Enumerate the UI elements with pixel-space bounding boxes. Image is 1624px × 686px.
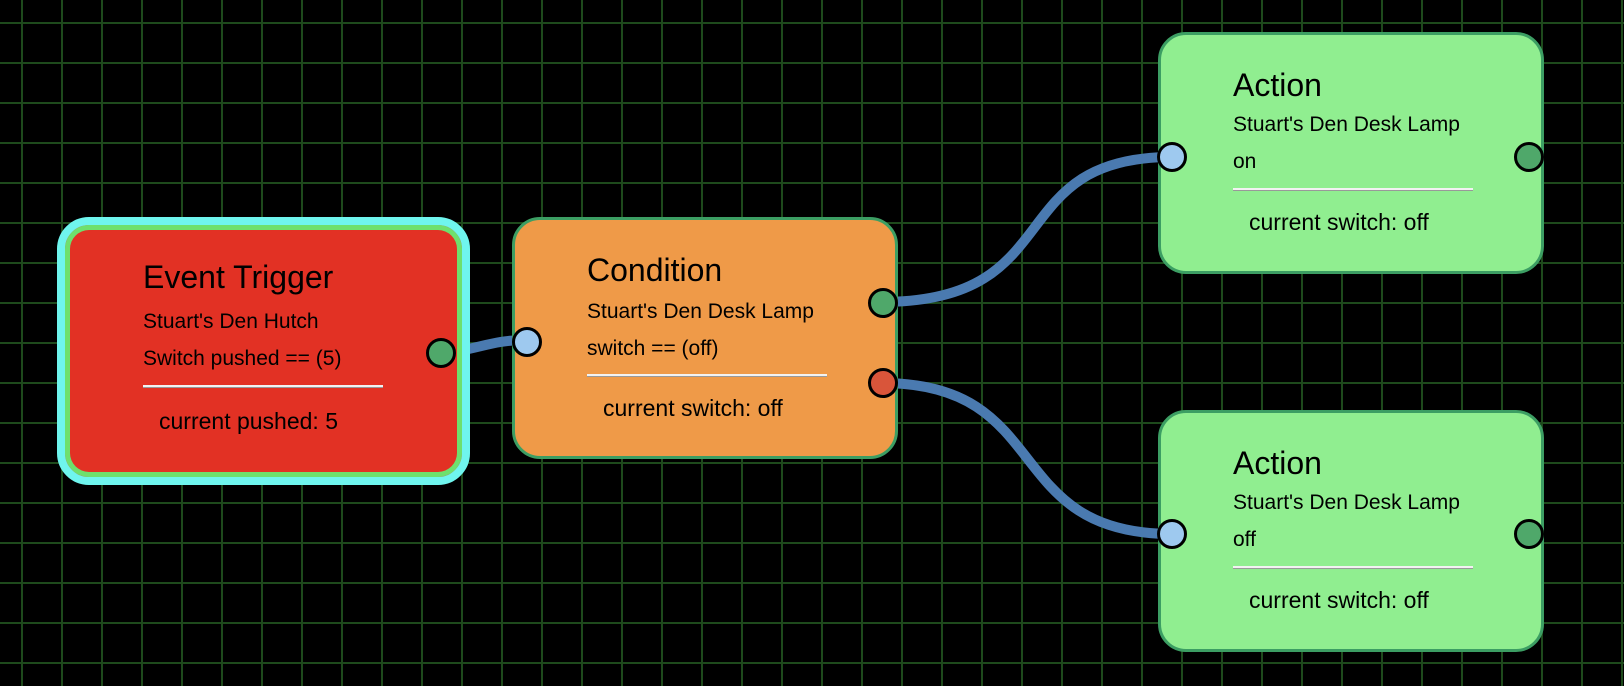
condition-input-port[interactable] [512,327,542,357]
node-condition: Switch pushed == (5) [143,347,342,370]
node-status: current switch: off [1249,209,1429,235]
node-divider [1233,188,1473,190]
condition-node[interactable]: Condition Stuart's Den Desk Lamp switch … [512,217,898,459]
action-off-node[interactable]: Action Stuart's Den Desk Lamp off curren… [1158,410,1544,652]
node-divider [1233,566,1473,568]
node-status: current switch: off [1249,587,1429,613]
trigger-output-port[interactable] [426,338,456,368]
node-status: current switch: off [603,395,783,421]
node-divider [143,385,383,387]
action-on-output-port[interactable] [1514,142,1544,172]
node-device: Stuart's Den Desk Lamp [1233,491,1460,514]
node-title: Action [1233,67,1322,103]
node-status: current pushed: 5 [159,408,339,434]
action-off-output-port[interactable] [1514,519,1544,549]
node-title: Event Trigger [143,259,334,295]
node-title: Action [1233,445,1322,481]
node-condition: switch == (off) [587,337,719,360]
node-device: Stuart's Den Desk Lamp [587,300,814,323]
node-device: Stuart's Den Hutch [143,310,319,333]
node-command: off [1233,528,1256,551]
node-device: Stuart's Den Desk Lamp [1233,113,1460,136]
action-off-input-port[interactable] [1157,519,1187,549]
node-title: Condition [587,252,723,288]
condition-true-output-port[interactable] [868,288,898,318]
action-on-node[interactable]: Action Stuart's Den Desk Lamp on current… [1158,32,1544,274]
wire-condition-false-to-action-off[interactable] [877,378,1177,539]
node-divider [587,374,827,376]
wire-condition-true-to-action-on[interactable] [877,152,1177,307]
node-command: on [1233,150,1257,173]
event-trigger-node[interactable]: Event Trigger Stuart's Den Hutch Switch … [57,217,470,485]
condition-false-output-port[interactable] [868,368,898,398]
action-on-input-port[interactable] [1157,142,1187,172]
